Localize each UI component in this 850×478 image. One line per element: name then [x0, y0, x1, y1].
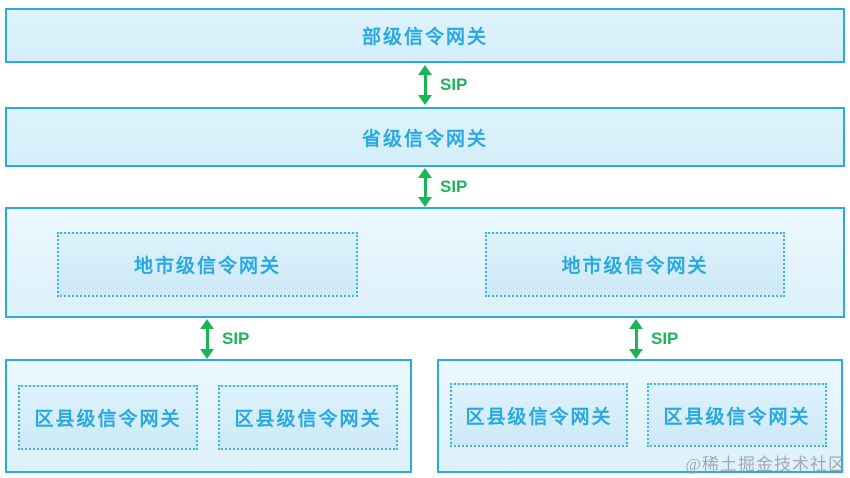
arrow-shaft	[423, 175, 427, 200]
arrow-up-icon	[200, 319, 214, 329]
sip-label-4: SIP	[651, 329, 679, 348]
county-gateway-label-4: 区县级信令网关	[663, 406, 811, 428]
arrow-down-icon	[629, 349, 643, 359]
arrow-down-icon	[418, 95, 432, 105]
arrow-shaft	[205, 326, 209, 352]
city-gateway-label-2: 地市级信令网关	[561, 256, 709, 277]
arrow-down-icon	[200, 349, 214, 359]
city-gateway-box-2: 地市级信令网关	[485, 232, 785, 297]
watermark: @稀土掘金技术社区	[685, 455, 846, 474]
province-gateway-label: 省级信令网关	[361, 128, 488, 150]
arrow-down-icon	[418, 197, 432, 207]
sip-label-1: SIP	[440, 75, 468, 94]
city-gateway-label-1: 地市级信令网关	[133, 256, 281, 277]
county-gateway-container-right: 区县级信令网关 区县级信令网关	[437, 359, 843, 473]
county-gateway-label-2: 区县级信令网关	[234, 409, 382, 430]
arrow-up-icon	[418, 65, 432, 75]
arrow-up-icon	[629, 319, 643, 329]
county-gateway-box-4: 区县级信令网关	[647, 383, 827, 447]
ministry-gateway-label: 部级信令网关	[361, 27, 488, 48]
sip-label-2: SIP	[440, 177, 468, 196]
county-gateway-box-1: 区县级信令网关	[18, 385, 198, 450]
arrow-shaft	[423, 72, 427, 98]
county-gateway-container-left: 区县级信令网关 区县级信令网关	[5, 359, 412, 473]
city-gateway-box-1: 地市级信令网关	[57, 232, 358, 297]
arrow-shaft	[634, 326, 638, 352]
city-gateway-container: 地市级信令网关 地市级信令网关	[5, 207, 845, 318]
sip-arrow-city-county-right	[628, 319, 644, 359]
arrow-up-icon	[418, 168, 432, 178]
county-gateway-box-3: 区县级信令网关	[450, 383, 628, 447]
ministry-gateway-box: 部级信令网关	[5, 8, 845, 63]
sip-arrow-ministry-province	[417, 65, 433, 105]
county-gateway-label-1: 区县级信令网关	[34, 409, 182, 430]
sip-arrow-province-city	[417, 168, 433, 207]
sip-arrow-city-county-left	[199, 319, 215, 359]
sip-label-3: SIP	[222, 329, 250, 348]
county-gateway-label-3: 区县级信令网关	[465, 406, 613, 428]
province-gateway-box: 省级信令网关	[5, 107, 845, 167]
county-gateway-box-2: 区县级信令网关	[218, 385, 398, 450]
